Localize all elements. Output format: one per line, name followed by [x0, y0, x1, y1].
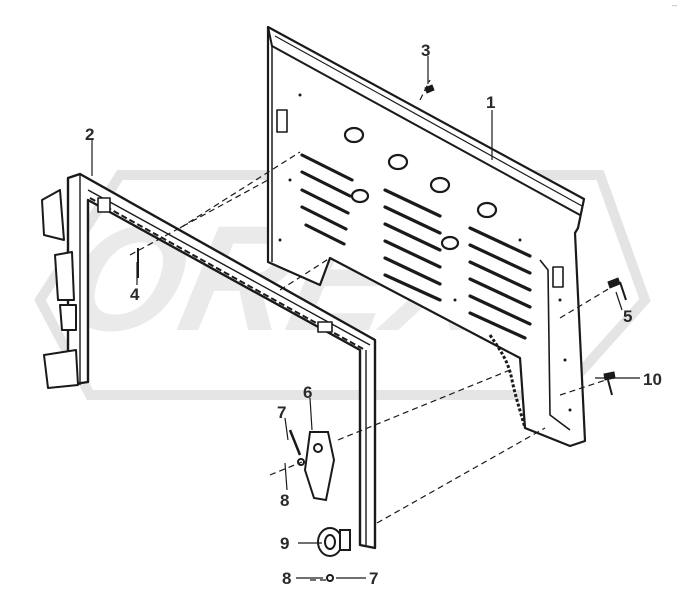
vent-slots [300, 153, 532, 340]
latch-assembly [288, 429, 351, 582]
front-frame-part-2 [41, 172, 377, 550]
corner-mark: -- [672, 2, 678, 10]
hinge-brackets [41, 189, 79, 389]
mount-holes [343, 126, 498, 251]
callout-3: 3 [421, 41, 430, 60]
callout-leaders [91, 56, 640, 579]
back-panel-part-1 [266, 25, 587, 448]
callout-10: 10 [643, 370, 662, 389]
callout-6: 6 [303, 383, 312, 402]
callout-7-upper: 7 [277, 403, 286, 422]
callout-4: 4 [130, 285, 140, 304]
fasteners [137, 84, 627, 396]
callout-1: 1 [486, 93, 495, 112]
callout-5: 5 [623, 307, 632, 326]
callout-7-lower: 7 [369, 569, 378, 588]
callout-8-lower: 8 [282, 569, 291, 588]
callout-9: 9 [280, 534, 289, 553]
callout-8-upper: 8 [280, 491, 289, 510]
callout-2: 2 [85, 125, 94, 144]
callout-labels: 1 2 3 4 5 6 7 7 8 8 9 10 [85, 41, 662, 588]
assembly-leader-lines [129, 79, 616, 581]
